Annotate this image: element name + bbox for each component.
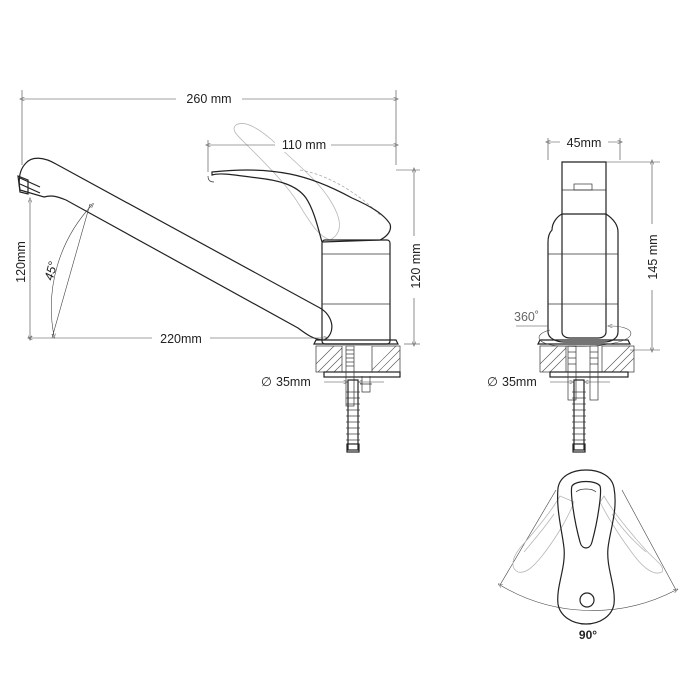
dim-spout-reach: 220mm xyxy=(160,332,202,346)
dim-diameter-front: 35mm xyxy=(276,375,311,389)
ghost-handle-left-inner xyxy=(523,513,555,553)
side-supply-hose xyxy=(573,379,585,451)
dim-body-height: 120 mm xyxy=(409,243,423,288)
side-collar xyxy=(547,213,619,343)
countertop-section xyxy=(315,345,401,373)
ghost-handle-right-inner xyxy=(611,513,647,553)
side-stud-left xyxy=(567,345,577,401)
side-mounting-washer xyxy=(549,371,629,378)
rotation-arrow xyxy=(538,326,632,347)
side-stud xyxy=(360,376,372,393)
side-base-plate xyxy=(537,339,631,345)
side-body xyxy=(561,161,607,339)
top-body-outline xyxy=(557,469,616,625)
dim-spout-height: 120mm xyxy=(14,241,28,283)
threaded-stud xyxy=(345,345,355,407)
dim-total-width: 260 mm xyxy=(186,92,231,106)
ghost-handle-left xyxy=(512,495,575,573)
ghost-handle-right xyxy=(599,495,664,574)
handle-front-edge xyxy=(207,175,215,183)
dim-handle-length: 110 mm xyxy=(282,138,326,152)
side-handle-cap xyxy=(573,183,593,191)
swing-arc xyxy=(500,585,676,611)
top-handle xyxy=(570,480,602,549)
hose-ribs xyxy=(346,391,360,441)
dim-diameter-side: 35mm xyxy=(502,375,537,389)
diameter-symbol-front: ∅ xyxy=(261,375,272,389)
stud-threads xyxy=(346,349,354,367)
base-plate xyxy=(313,339,399,345)
handle-arc-dashed xyxy=(299,169,381,216)
dim-rotation: 360˚ xyxy=(514,310,539,324)
side-view: 360˚ 45mm 145 mm ∅ 35mm xyxy=(487,134,662,453)
diameter-symbol-side: ∅ xyxy=(487,375,498,389)
hose-end xyxy=(346,443,360,453)
dim-handle-swing: 90° xyxy=(579,628,597,642)
supply-hose xyxy=(347,379,359,451)
aerator xyxy=(17,175,29,195)
top-view: 90° xyxy=(500,469,676,642)
dim-spout-angle: 45° xyxy=(42,260,60,282)
handle-lever xyxy=(211,169,392,243)
spout-hole xyxy=(579,592,595,608)
front-view: 260 mm 110 mm 220mm 120mm 45° 120 mm ∅ 3… xyxy=(14,90,424,453)
spout-tip xyxy=(19,177,41,194)
dim-side-height: 145 mm xyxy=(646,234,660,279)
dim-side-width: 45mm xyxy=(567,136,602,150)
side-countertop-section xyxy=(539,345,635,373)
